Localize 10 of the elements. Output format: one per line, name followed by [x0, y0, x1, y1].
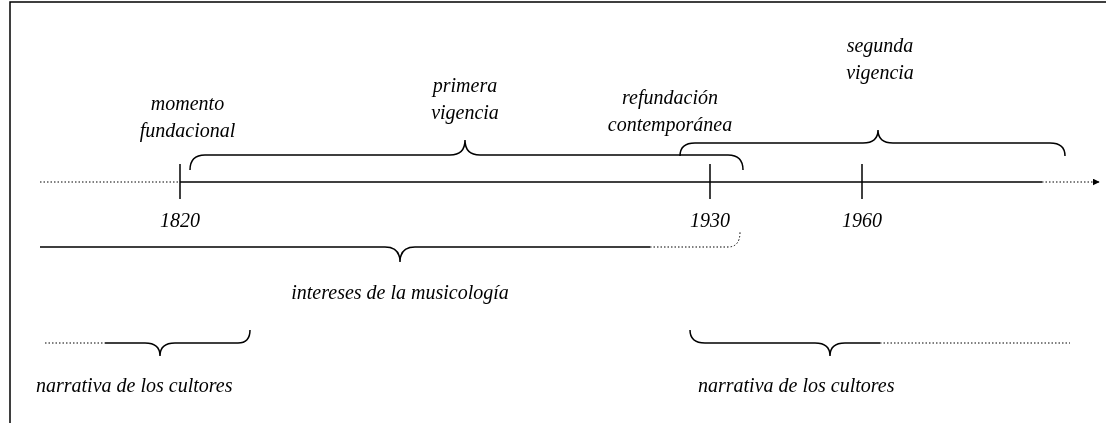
- period-label: refundación contemporánea: [606, 85, 734, 138]
- year-label: 1820: [159, 208, 201, 233]
- year-label: 1960: [841, 208, 883, 233]
- period-label: narrativa de los cultores: [36, 373, 234, 398]
- period-label: momento fundacional: [138, 91, 237, 144]
- period-label: narrativa de los cultores: [698, 373, 896, 398]
- year-label: 1930: [689, 208, 731, 233]
- period-label: primera vigencia: [430, 73, 500, 126]
- period-label: segunda vigencia: [845, 33, 915, 86]
- period-label: intereses de la musicología: [290, 280, 510, 306]
